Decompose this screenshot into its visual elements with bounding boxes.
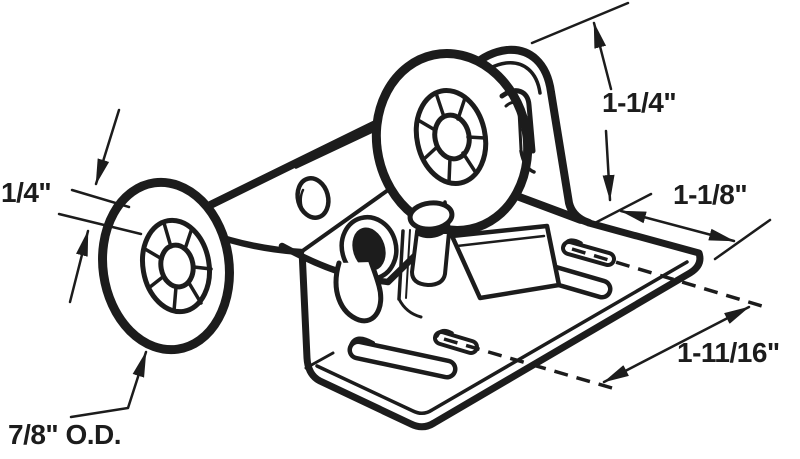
spoke bbox=[162, 221, 173, 249]
thickness-arrow-top bbox=[94, 108, 121, 186]
spoke bbox=[416, 118, 437, 132]
flange-foot-curve bbox=[397, 297, 423, 319]
pin-cap bbox=[407, 200, 455, 232]
plate-left-fold-line bbox=[304, 351, 335, 370]
od-leader-arrow bbox=[69, 350, 148, 419]
spoke bbox=[466, 135, 487, 140]
lower-long-slot-lance bbox=[349, 336, 375, 347]
tab-hem-line bbox=[455, 234, 546, 248]
label-flange-height: 1-1/4" bbox=[602, 87, 677, 118]
spoke bbox=[192, 265, 213, 271]
pin-body bbox=[410, 230, 451, 287]
spoke bbox=[183, 226, 194, 251]
spoke bbox=[447, 156, 452, 184]
plate-thickness-line bbox=[315, 260, 689, 415]
lower-long-slot-inner bbox=[352, 344, 453, 375]
spoke bbox=[461, 151, 478, 175]
arm-fold-line bbox=[299, 181, 400, 254]
top-roller-spokes bbox=[416, 91, 487, 184]
clip-foot bbox=[519, 149, 536, 174]
spoke bbox=[143, 247, 164, 261]
slot-centerlines bbox=[443, 247, 763, 390]
top-roller bbox=[371, 49, 533, 235]
spoke bbox=[148, 274, 166, 289]
upper-centerline-dashed bbox=[571, 247, 763, 308]
spoke bbox=[187, 281, 203, 305]
spoke bbox=[434, 91, 446, 119]
left-roller-hub bbox=[140, 217, 212, 315]
thickness-ext-line-top bbox=[70, 188, 131, 209]
flange-foot-line bbox=[397, 229, 405, 301]
left-roller-bore bbox=[158, 242, 196, 290]
spoke bbox=[172, 285, 178, 313]
slot-span-dim-arrow bbox=[602, 305, 751, 384]
height-arrow-bottom bbox=[602, 129, 615, 202]
arm-top-edge bbox=[186, 105, 410, 219]
height-arrow-top bbox=[592, 21, 613, 91]
arm-round-hole-depth bbox=[299, 188, 305, 210]
left-roller-rim bbox=[98, 177, 234, 355]
axle-hole-dark bbox=[352, 227, 386, 271]
height-ext-line-top bbox=[530, 1, 630, 45]
upper-small-slot-lance bbox=[562, 238, 583, 248]
thickness-ext-line-bottom bbox=[57, 212, 143, 236]
thickness-arrow-bottom bbox=[68, 229, 90, 304]
clip-inner bbox=[504, 101, 523, 151]
flange-foot-line-2 bbox=[405, 229, 411, 299]
width-dim-arrow bbox=[619, 209, 736, 243]
left-roller bbox=[98, 177, 234, 355]
dimension-lines bbox=[57, 1, 772, 419]
teardrop-tab bbox=[333, 259, 384, 324]
top-roller-bore bbox=[432, 112, 472, 162]
top-roller-rim bbox=[371, 49, 533, 235]
label-roller-outer-diameter: 7/8" O.D. bbox=[8, 419, 122, 450]
rivet-pin bbox=[407, 200, 455, 287]
width-ext-line-right bbox=[713, 218, 772, 261]
lower-centerline-dashed bbox=[443, 337, 613, 390]
lower-small-slot-lance bbox=[435, 328, 454, 338]
arm-round-hole bbox=[295, 176, 331, 220]
width-ext-line-left bbox=[589, 192, 653, 227]
label-slot-center-span: 1-11/16" bbox=[677, 337, 780, 368]
keeper-clip bbox=[499, 88, 536, 174]
top-roller-hub bbox=[413, 87, 489, 187]
left-roller-spokes bbox=[143, 221, 213, 313]
label-plate-top-edge-width: 1-1/8" bbox=[673, 179, 748, 210]
adjustment-tab bbox=[397, 200, 562, 319]
spoke bbox=[456, 96, 467, 121]
clip-outer bbox=[499, 88, 536, 154]
spoke bbox=[422, 145, 439, 161]
label-roller-thickness: 1/4" bbox=[1, 177, 52, 208]
